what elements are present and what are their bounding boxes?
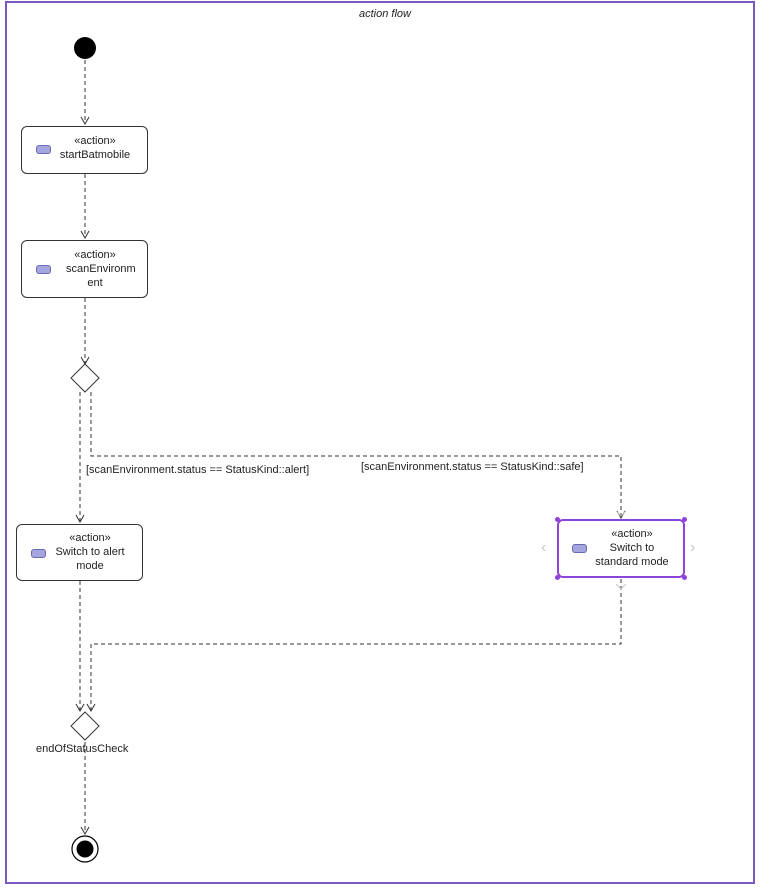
resize-handle-bottom-left[interactable]	[555, 575, 560, 580]
initial-node-icon[interactable]	[74, 37, 96, 59]
action-switch-to-standard-mode[interactable]: «action» Switch to standard mode	[557, 519, 685, 578]
action-pill-icon	[572, 544, 587, 553]
action-stereotype: «action»	[69, 532, 111, 544]
port-chevron-top-icon	[615, 510, 627, 517]
action-name: Switch to standard mode	[595, 542, 669, 568]
chevron-right-icon[interactable]: ›	[690, 539, 696, 556]
frame-title: action flow	[359, 8, 411, 20]
action-scan-environment[interactable]: «action» scanEnvironm ent	[21, 240, 148, 298]
resize-handle-top-left[interactable]	[555, 517, 560, 522]
action-name: startBatmobile	[59, 149, 131, 161]
merge-node-label: endOfStatusCheck	[36, 743, 129, 755]
flow-standard-to-merge[interactable]	[86, 579, 622, 713]
merge-node-icon[interactable]	[70, 711, 100, 741]
action-pill-icon	[36, 145, 51, 154]
port-chevron-bottom-icon	[615, 583, 627, 590]
action-start-batmobile[interactable]: «action» startBatmobile	[21, 126, 148, 174]
action-stereotype: «action»	[74, 135, 116, 147]
action-name: scanEnvironm ent	[66, 263, 136, 289]
resize-handle-top-right[interactable]	[682, 517, 687, 522]
action-stereotype: «action»	[611, 528, 653, 540]
action-pill-icon	[36, 265, 51, 274]
chevron-left-icon[interactable]: ‹	[541, 539, 547, 556]
action-pill-icon	[31, 549, 46, 558]
final-node-icon[interactable]	[71, 835, 99, 863]
resize-handle-bottom-right[interactable]	[682, 575, 687, 580]
guard-safe-label: [scanEnvironment.status == StatusKind::s…	[361, 461, 584, 473]
guard-alert-label: [scanEnvironment.status == StatusKind::a…	[86, 464, 310, 476]
action-stereotype: «action»	[74, 249, 116, 261]
decision-node-icon[interactable]	[70, 363, 100, 393]
flow-decision-to-standard[interactable]	[90, 392, 626, 520]
action-switch-to-alert-mode[interactable]: «action» Switch to alert mode	[16, 524, 143, 581]
action-name: Switch to alert mode	[55, 546, 125, 572]
frame-border	[5, 1, 755, 884]
